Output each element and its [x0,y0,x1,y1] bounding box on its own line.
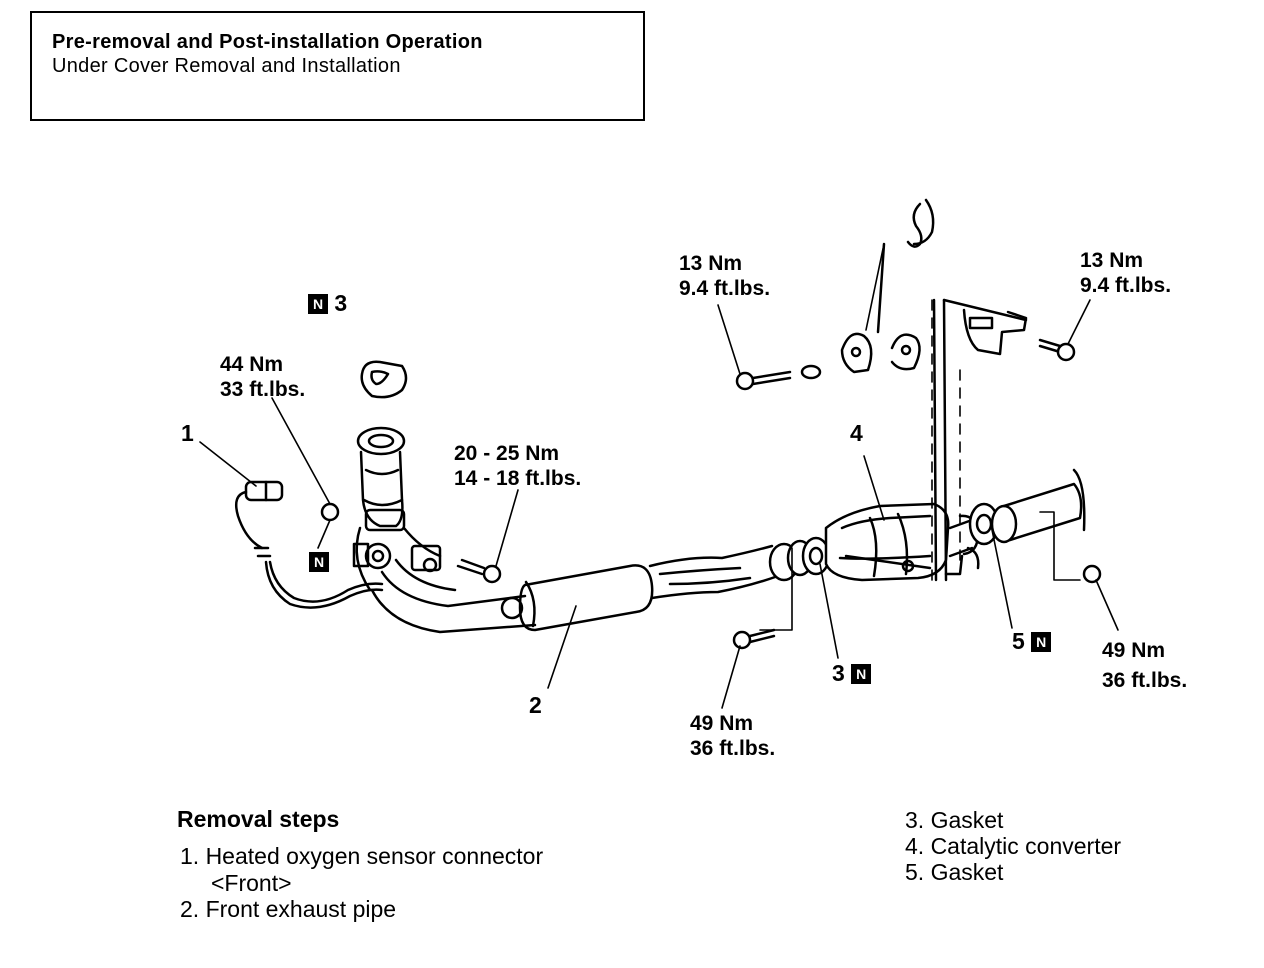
torque-44nm-ftlbs: 33 ft.lbs. [220,378,306,401]
callout-3-bottom-number: 3 [832,660,845,686]
step-1-qualifier: <Front> [211,870,292,896]
torque-20-25nm: 20 - 25 Nm 14 - 18 ft.lbs. [454,441,581,491]
header-box: Pre-removal and Post-installation Operat… [30,11,645,121]
torque-20-25nm-nm: 20 - 25 Nm [454,442,560,465]
callout-3-top-number: 3 [334,290,348,316]
new-part-mark: N [308,294,328,314]
torque-13nm-left: 13 Nm 9.4 ft.lbs. [679,251,770,301]
new-part-mark: N [309,552,329,572]
torque-49nm-right-ftlbs: 36 ft.lbs. [1102,669,1188,692]
callout-3-top: N 3 [308,290,347,316]
callout-4: 4 [850,420,863,446]
nut-44nm [320,502,340,522]
step-2: 2. Front exhaust pipe [180,896,397,922]
torque-44nm: 44 Nm 33 ft.lbs. [220,352,305,402]
torque-13nm-right: 13 Nm 9.4 ft.lbs. [1080,248,1171,298]
torque-13nm-left-ftlbs: 9.4 ft.lbs. [679,277,771,300]
header-title: Pre-removal and Post-installation Operat… [52,31,483,53]
torque-49nm-bottom-nm: 49 Nm [690,712,754,735]
torque-49nm-bottom: 49 Nm 36 ft.lbs. [690,711,775,761]
torque-44nm-nm: 44 Nm [220,353,284,376]
new-part-mark: N [1031,632,1052,652]
torque-49nm-right-nm: 49 Nm [1102,639,1166,662]
catalytic-converter [824,502,980,582]
torque-49nm-bottom-ftlbs: 36 ft.lbs. [690,737,776,760]
torque-13nm-right-ftlbs: 9.4 ft.lbs. [1080,274,1172,297]
removal-steps-title: Removal steps [177,806,340,832]
step-4: 4. Catalytic converter [905,833,1122,859]
torque-13nm-right-nm: 13 Nm [1080,249,1144,272]
step-1: 1. Heated oxygen sensor connector [180,843,544,869]
callout-5-number: 5 [1012,628,1025,654]
gasket-top [360,360,408,399]
hanger-bracket [735,198,1076,582]
callout-1: 1 [181,420,194,446]
callout-2: 2 [529,692,542,718]
new-part-mark: N [851,664,872,684]
callout-n-nut: N [309,548,329,574]
torque-20-25nm-ftlbs: 14 - 18 ft.lbs. [454,467,582,490]
torque-13nm-left-nm: 13 Nm [679,252,743,275]
step-5: 5. Gasket [905,859,1004,885]
header-subtitle: Under Cover Removal and Installation [52,55,401,77]
torque-49nm-right: 49 Nm 36 ft.lbs. [1102,636,1187,696]
front-exhaust-pipe [352,426,831,634]
callout-5: 5 N [1012,628,1052,654]
callout-3-bottom: 3 N [832,660,872,686]
rear-pipe [968,468,1086,546]
step-3: 3. Gasket [905,807,1004,833]
